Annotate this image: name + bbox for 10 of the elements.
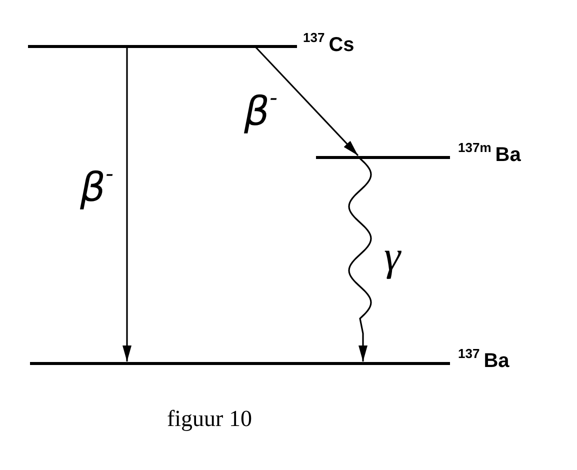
edge-label: β$^{-}$ — [80, 168, 114, 208]
wavy-arrow — [348, 158, 372, 362]
isotope-label: $^{137m}$Ba — [458, 144, 521, 164]
edge-label: γ — [384, 236, 401, 278]
isotope-label: $^{137}$Cs — [303, 34, 354, 54]
arrow — [122, 48, 132, 362]
edge-label: β$^{-}$ — [244, 92, 278, 132]
isotope-label: $^{137}$Ba — [458, 350, 510, 370]
caption: figuur 10 — [167, 407, 252, 430]
arrow — [255, 46, 359, 156]
